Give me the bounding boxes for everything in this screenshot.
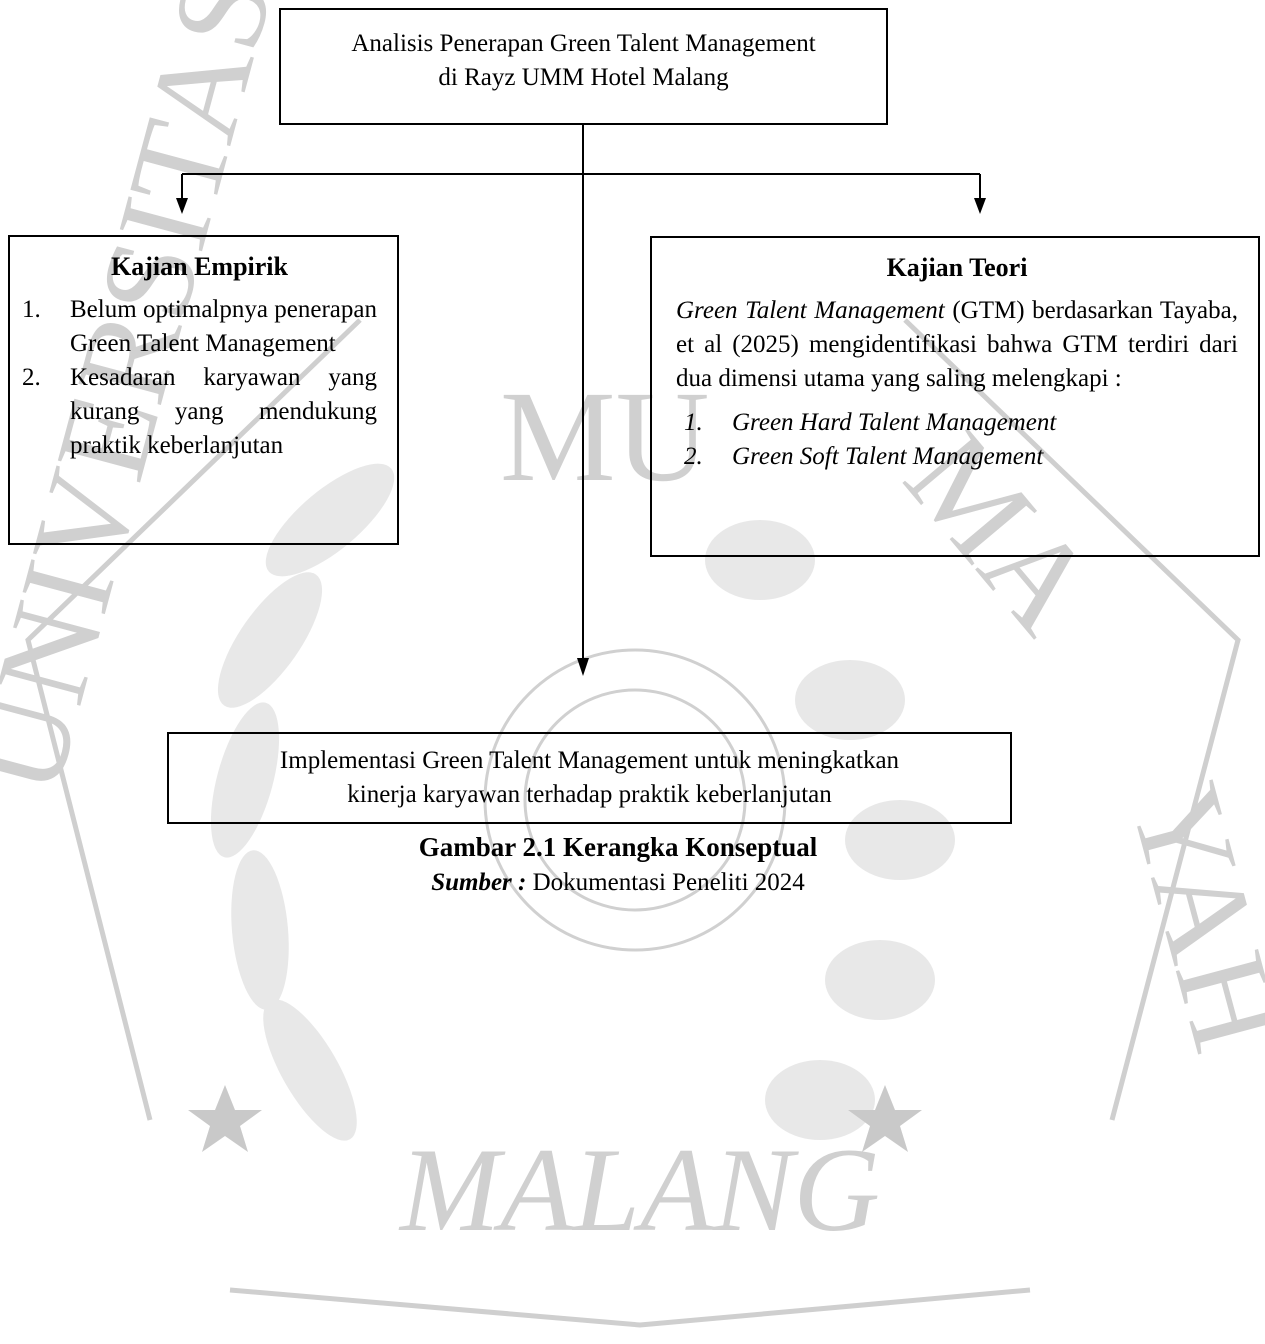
top-box-line-2: di Rayz UMM Hotel Malang [438,64,729,91]
top-box-line-1: Analisis Penerapan Green Talent Manageme… [351,30,816,57]
theory-intro-italic: Green Talent Management [676,297,945,324]
theory-intro-rest: (GTM) berdasarkan Tayaba, et al (2025) m… [676,297,1238,392]
theory-list: 1. Green Hard Talent Management 2. Green… [676,406,1238,474]
theory-paragraph: Green Talent Management (GTM) berdasarka… [676,294,1238,396]
bottom-box-line-1: Implementasi Green Talent Management unt… [279,747,900,774]
right-box-theory: Kajian Teori Green Talent Management (GT… [650,236,1260,557]
caption-title: Gambar 2.1 Kerangka Konseptual [418,832,818,862]
caption-source-text: Dokumentasi Peneliti 2024 [526,869,805,896]
list-item: 2. Kesadaran karyawan yang kurang yang m… [22,361,377,463]
empirical-list: 1. Belum optimalpnya penerapan Green Tal… [22,293,377,463]
top-box-analysis: Analisis Penerapan Green Talent Manageme… [279,8,888,125]
right-box-title: Kajian Teori [886,253,1028,282]
watermark-text-right: YAH [1102,770,1265,1065]
bottom-box-implementation: Implementasi Green Talent Management unt… [167,732,1012,824]
list-item: 1. Belum optimalpnya penerapan Green Tal… [22,293,377,361]
list-item-text: Green Soft Talent Management [732,443,1044,470]
list-item-text: Green Hard Talent Management [732,409,1057,436]
caption-source-label: Sumber : [431,869,527,896]
list-item-number: 1. [684,409,703,436]
list-item-number: 2. [22,364,41,391]
left-box-empirical: Kajian Empirik 1. Belum optimalpnya pene… [8,235,399,545]
list-item: 1. Green Hard Talent Management [676,406,1238,440]
watermark-text-center: MU [500,365,709,509]
left-box-title: Kajian Empirik [111,252,288,281]
watermark-text-bottom: MALANG [398,1123,880,1256]
caption-source: Sumber : Dokumentasi Peneliti 2024 [238,866,998,900]
list-item-text: Belum optimalpnya penerapan Green Talent… [70,296,377,357]
figure-caption: Gambar 2.1 Kerangka Konseptual Sumber : … [238,826,998,900]
bottom-box-line-2: kinerja karyawan terhadap praktik keberl… [347,781,832,808]
list-item-number: 1. [22,296,41,323]
list-item-number: 2. [684,443,703,470]
list-item-text: Kesadaran karyawan yang kurang yang mend… [70,364,377,459]
list-item: 2. Green Soft Talent Management [676,440,1238,474]
